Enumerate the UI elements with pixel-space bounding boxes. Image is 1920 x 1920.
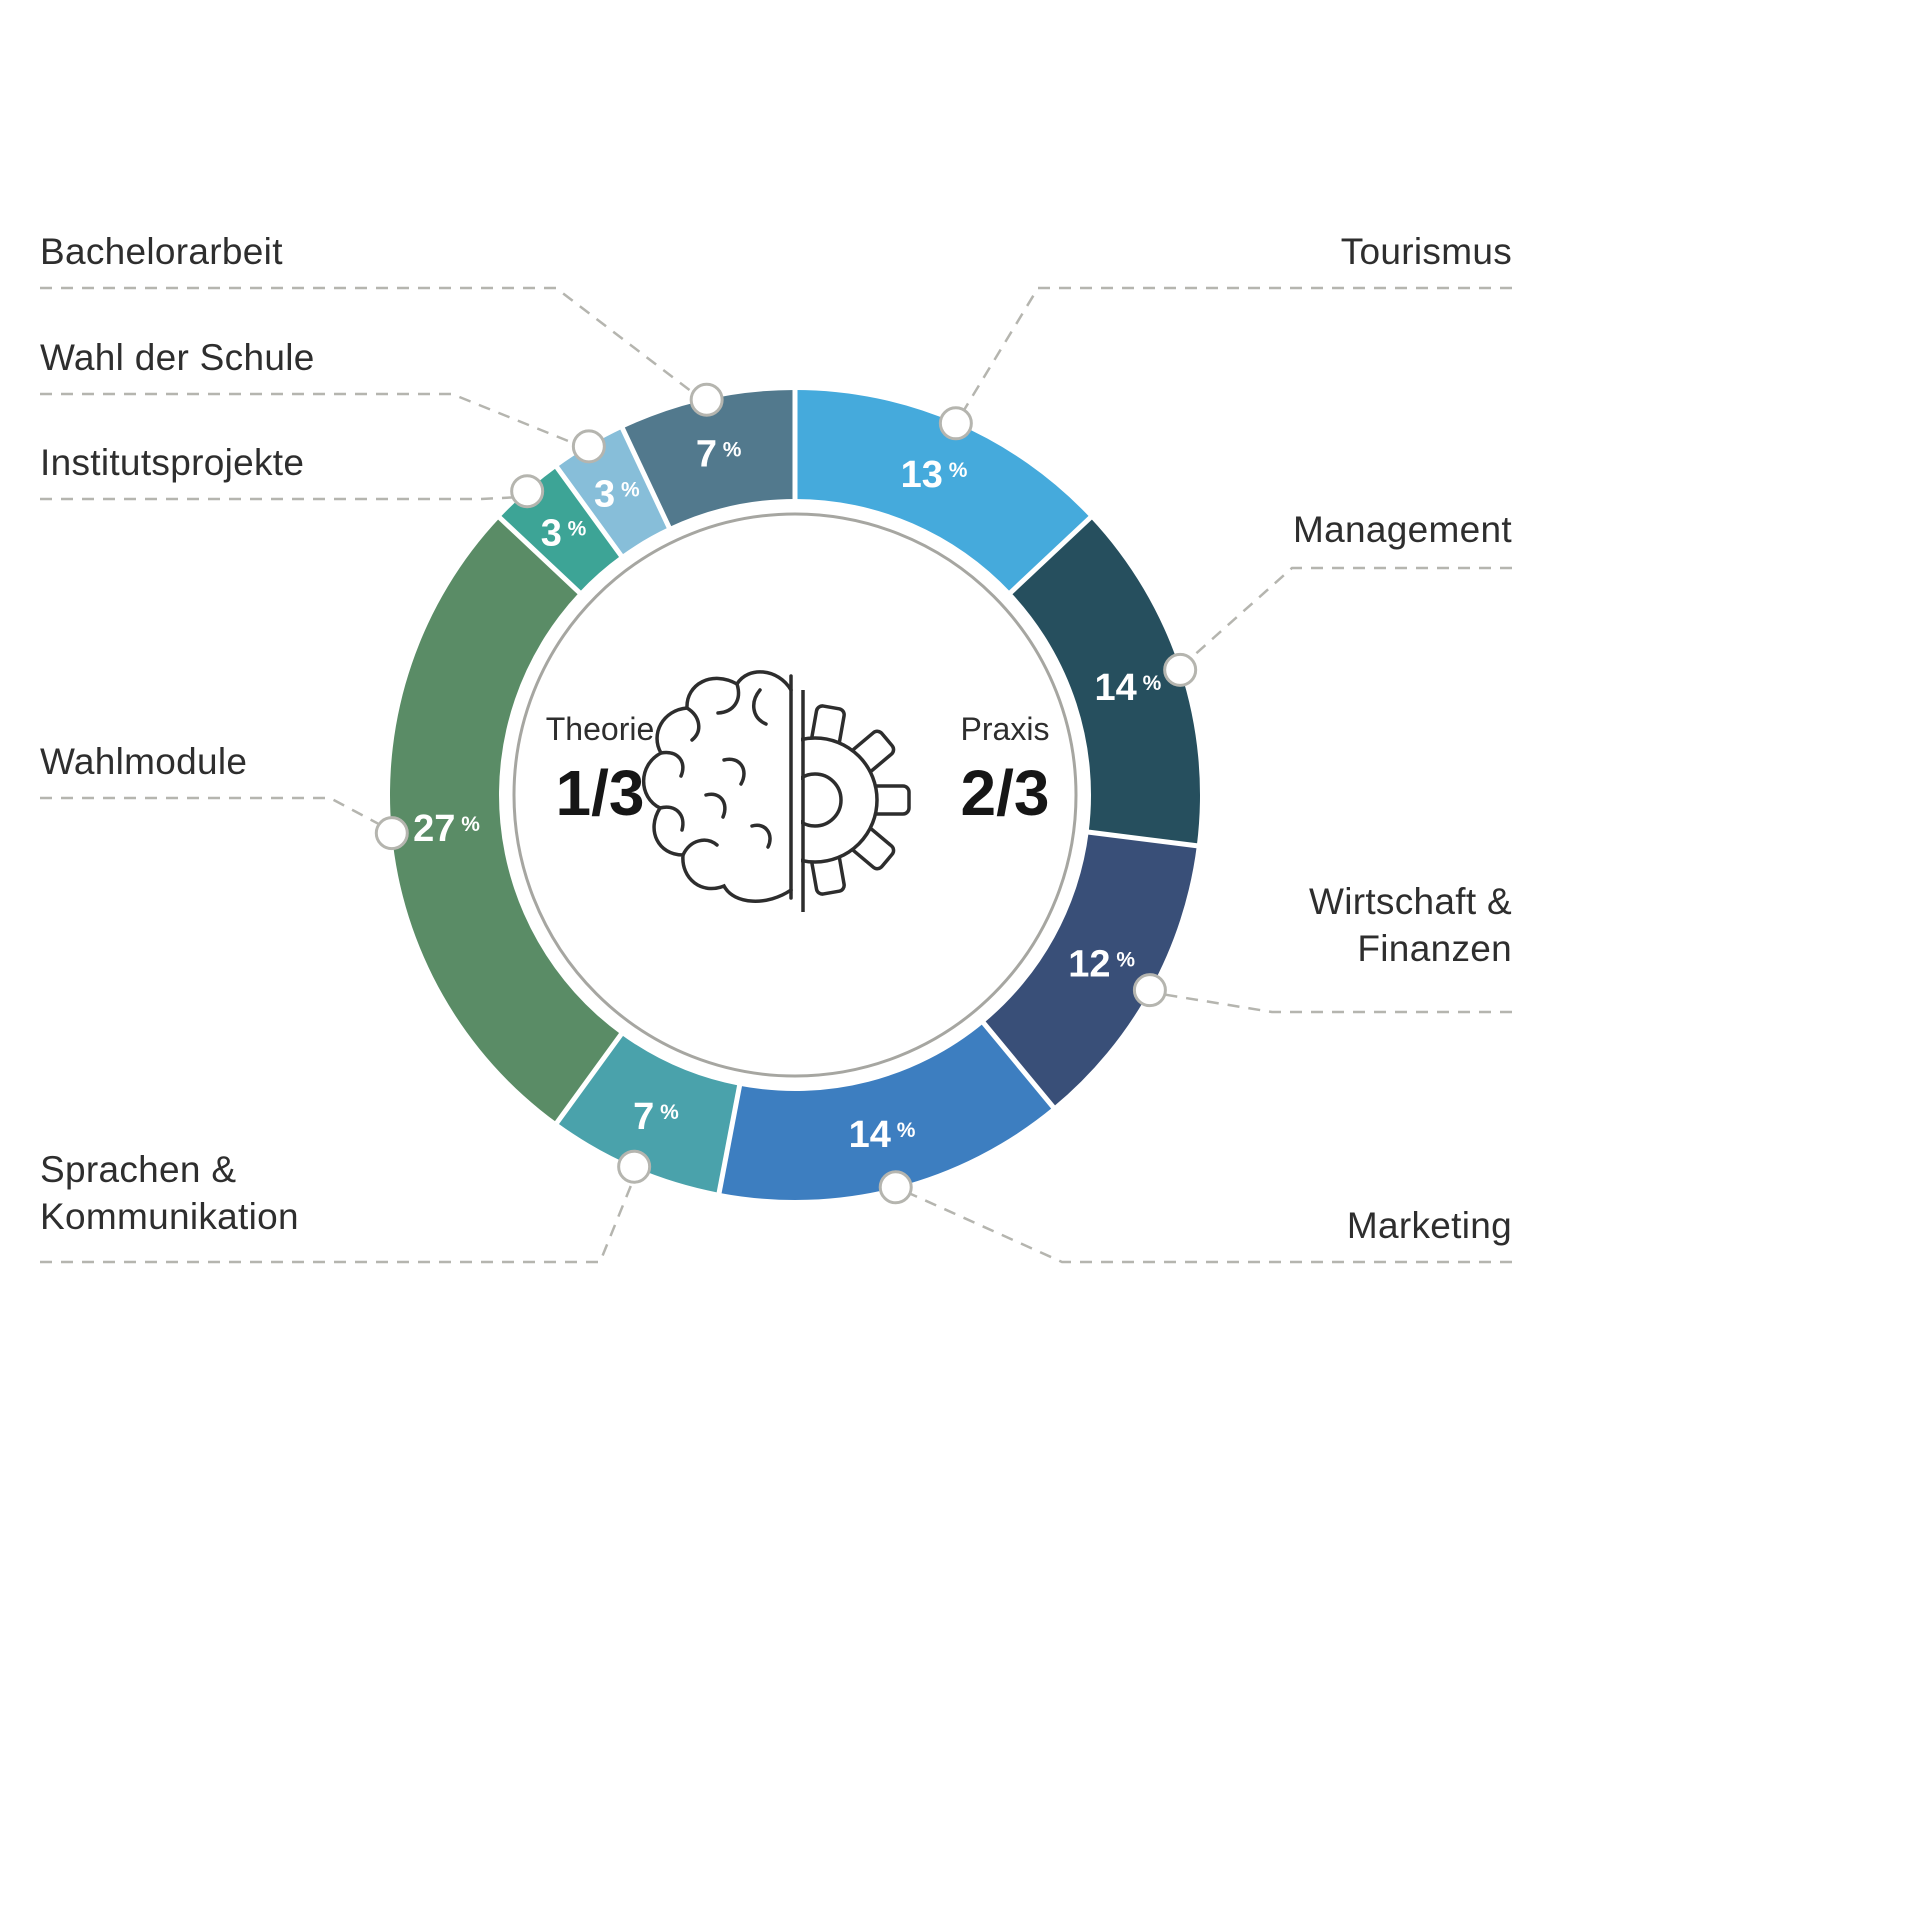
theorie-value: 1/3 <box>556 757 645 829</box>
leader-line-sprachen <box>40 1177 636 1264</box>
segment-value-wahl-der-schule: 3 % <box>594 474 640 516</box>
donut-segment-marketing <box>719 1023 1054 1200</box>
label-sprachen-kommunikation: Sprachen & Kommunikation <box>40 1149 299 1238</box>
segment-separator <box>979 1019 1057 1111</box>
label-tourismus: Tourismus <box>1340 231 1512 272</box>
segment-value-sprachen-kommunikation: 7 % <box>633 1096 679 1138</box>
leader-line-management <box>1181 566 1512 667</box>
leader-line-bachelorarbeit <box>40 286 701 399</box>
label-wirtschaft-finanzen: Wirtschaft & Finanzen <box>1308 881 1512 970</box>
segment-value-wirtschaft-finanzen: 12 % <box>1068 944 1135 986</box>
segment-separator <box>553 1030 625 1127</box>
segment-value-institutsprojekte: 3 % <box>541 512 587 554</box>
donut-segment-wirtschaft-finanzen <box>983 832 1197 1108</box>
segment-dot-wirtschaft-finanzen <box>1132 973 1167 1008</box>
praxis-value: 2/3 <box>961 757 1050 829</box>
leader-line-institutsprojekte <box>40 495 523 501</box>
gear-icon <box>801 704 911 896</box>
donut-segment-wahlmodule <box>390 517 622 1123</box>
label-wahlmodule: Wahlmodule <box>40 741 248 782</box>
praxis-label: Praxis <box>961 711 1050 747</box>
segment-separator <box>619 424 673 531</box>
segment-dot-wahlmodule <box>374 816 409 851</box>
label-wahl-der-schule: Wahl der Schule <box>40 337 315 378</box>
segment-dot-tourismus <box>938 406 973 441</box>
donut-segment-management <box>1010 517 1200 846</box>
segment-dot-bachelorarbeit <box>689 382 724 417</box>
leader-line-tourismus <box>956 286 1512 421</box>
label-bachelorarbeit: Bachelorarbeit <box>40 231 283 272</box>
segment-value-tourismus: 13 % <box>901 454 968 496</box>
brain-icon <box>641 670 793 903</box>
donut-segment-sprachen-kommunikation <box>556 1034 740 1193</box>
segment-value-management: 14 % <box>1094 667 1161 709</box>
label-marketing: Marketing <box>1346 1205 1512 1246</box>
donut-segment-bachelorarbeit <box>622 390 795 528</box>
segment-dot-sprachen-kommunikation <box>617 1149 652 1184</box>
segment-separator <box>495 513 584 597</box>
leader-lines <box>40 286 1512 1264</box>
segment-dot-wahl-der-schule <box>571 429 606 464</box>
segment-dot-institutsprojekte <box>510 474 545 509</box>
connector-dots <box>374 382 1198 1205</box>
leader-line-wahlmodule <box>40 796 391 832</box>
segment-value-marketing: 14 % <box>849 1114 916 1156</box>
leader-line-wirtschaft <box>1154 991 1512 1014</box>
segment-value-labels: 13 % 14 % 12 % 14 % 7 % 27 % 3 %3 % 7 % <box>413 433 1161 1156</box>
brain-gear-icon <box>641 670 911 912</box>
segment-separators <box>495 387 1201 1197</box>
segment-dot-management <box>1163 652 1198 687</box>
leader-line-marketing <box>901 1188 1512 1264</box>
segment-separator <box>1085 829 1201 849</box>
segment-dot-marketing <box>878 1170 913 1205</box>
theorie-label: Theorie <box>546 711 655 747</box>
segment-separator <box>716 1082 743 1197</box>
segment-separator <box>1006 513 1095 597</box>
label-institutsprojekte: Institutsprojekte <box>40 442 305 483</box>
label-management: Management <box>1293 509 1512 550</box>
segment-separator <box>553 463 625 560</box>
segment-value-wahlmodule: 27 % <box>413 808 480 850</box>
donut-segment-tourismus <box>795 390 1091 593</box>
inner-circle <box>512 512 1078 1078</box>
segment-value-bachelorarbeit: 7 % <box>696 433 742 475</box>
leader-line-wahl-der-schule <box>40 392 584 449</box>
